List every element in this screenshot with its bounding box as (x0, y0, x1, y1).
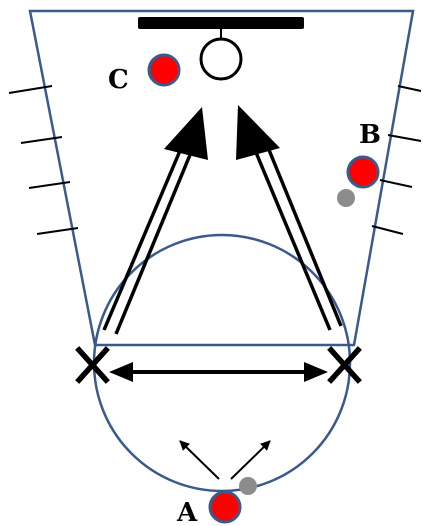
player-c-icon (147, 53, 181, 87)
hoop-icon (199, 37, 243, 81)
right-hash-marks (371, 85, 422, 235)
left-hash-marks (8, 85, 79, 235)
baseline-double-arrow (109, 362, 328, 382)
player-b-label: B (359, 120, 381, 150)
backboard-icon (138, 17, 304, 29)
player-b-icon (346, 155, 380, 189)
player-a-label: A (176, 498, 198, 526)
player-a-icon (208, 490, 242, 524)
ball-a-icon (239, 477, 257, 495)
right-pass-arrow (236, 105, 343, 331)
player-a-movement-arrows (179, 440, 271, 480)
left-cone-x-icon (75, 346, 110, 384)
lane-outline (28, 9, 415, 347)
ball-b-icon (337, 189, 355, 207)
left-pass-arrow (102, 107, 208, 335)
player-c-label: C (108, 65, 129, 95)
right-cone-x-icon (327, 346, 362, 384)
